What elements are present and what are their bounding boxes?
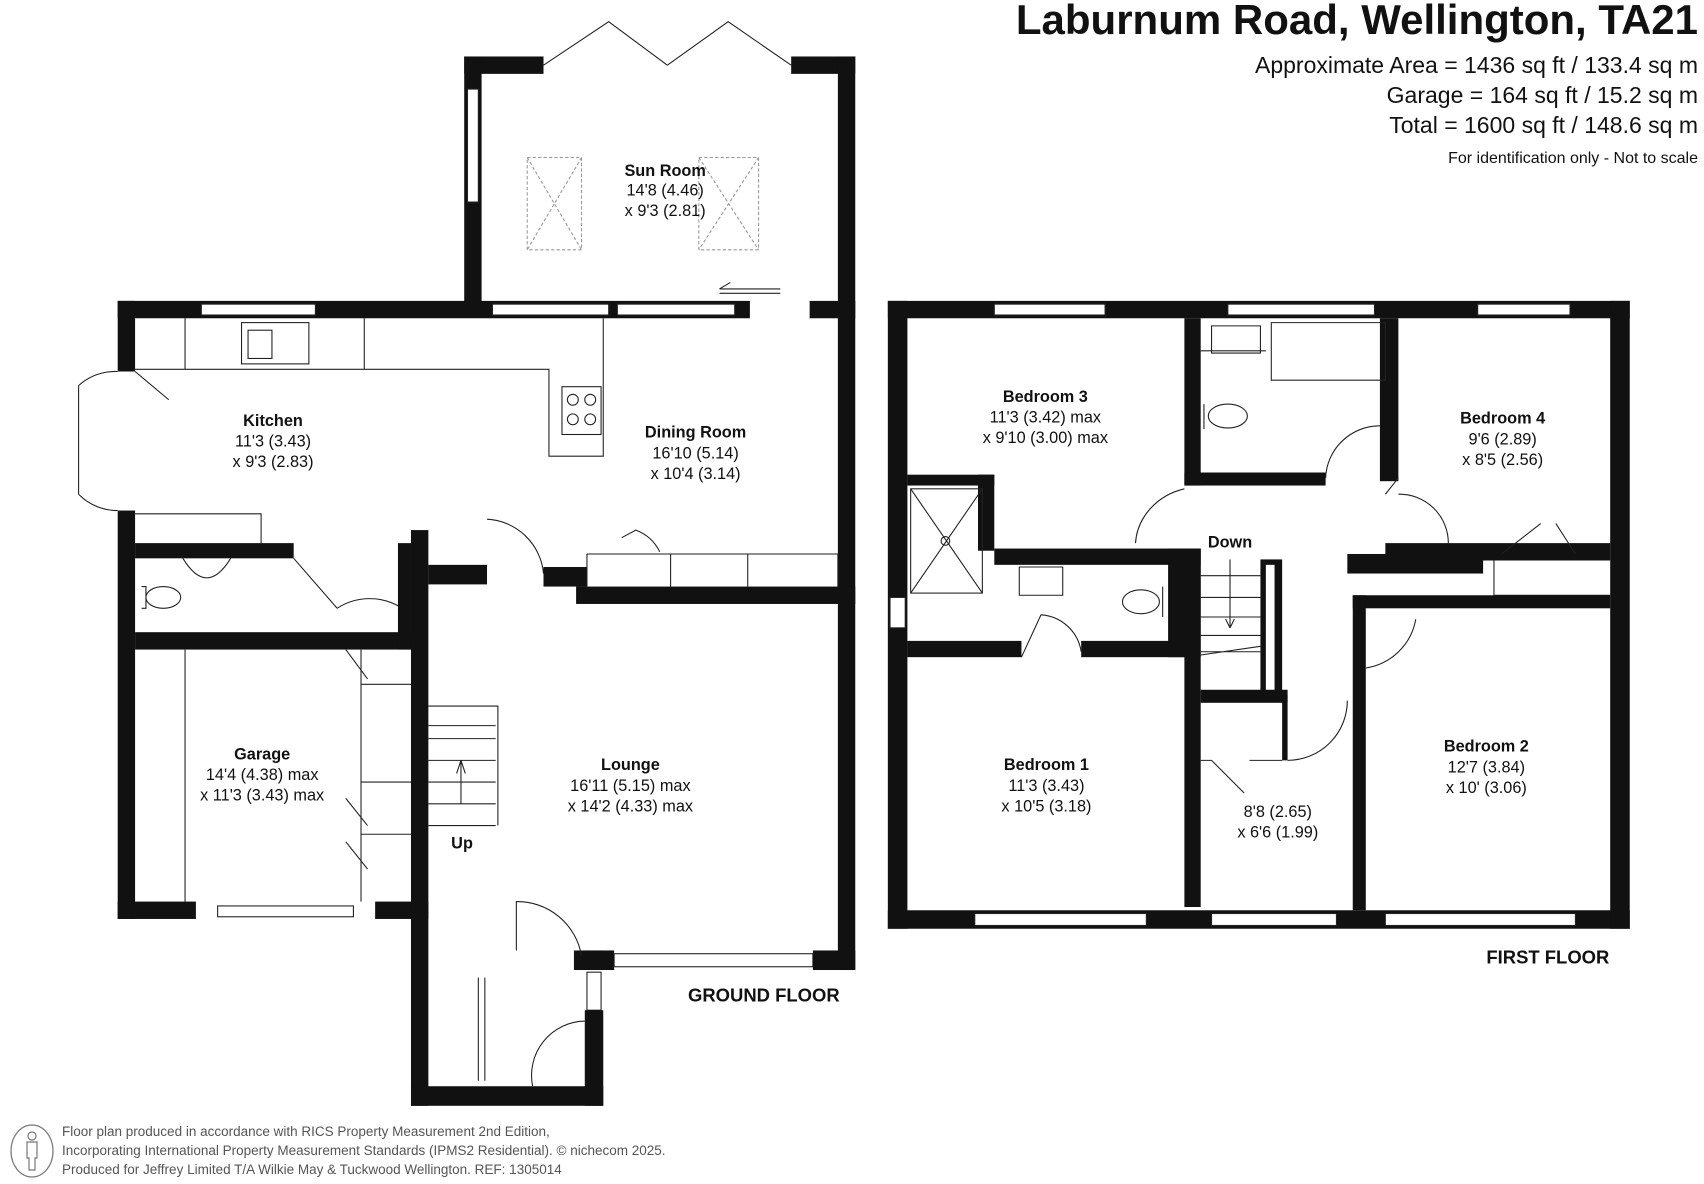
first-floor-plan <box>887 300 1630 929</box>
footer-line: Floor plan produced in accordance with R… <box>62 1124 550 1139</box>
room-name: Kitchen <box>243 412 303 430</box>
room-name: Sun Room <box>624 162 705 180</box>
room-dimension: 16'11 (5.15) max <box>570 777 690 795</box>
room-dimension: 14'8 (4.46) <box>627 182 704 200</box>
ground-floor-plan <box>78 21 856 1106</box>
person-scale-icon <box>10 1124 54 1178</box>
room-dimension: x 11'3 (3.43) max <box>200 787 324 805</box>
property-title: Laburnum Road, Wellington, TA21 <box>1015 0 1698 43</box>
footer-notes: Floor plan produced in accordance with R… <box>62 1122 666 1179</box>
room-name: Bedroom 2 <box>1444 738 1529 756</box>
room-dimension: x 8'5 (2.56) <box>1462 451 1543 469</box>
room-name: Bedroom 4 <box>1460 410 1545 428</box>
room-name: Garage <box>234 745 290 763</box>
room-dimension: x 14'2 (4.33) max <box>568 797 693 815</box>
room-dimension: 9'6 (2.89) <box>1469 430 1537 448</box>
footer-line: Produced for Jeffrey Limited T/A Wilkie … <box>62 1162 562 1177</box>
room-dimension: x 10'5 (3.18) <box>1001 797 1091 815</box>
room-dimension: 11'3 (3.42) max <box>990 409 1101 427</box>
room-name: Dining Room <box>645 424 746 442</box>
footer-line: Incorporating International Property Mea… <box>62 1143 666 1158</box>
room-name: Lounge <box>601 756 660 774</box>
floor-label: FIRST FLOOR <box>1486 946 1609 967</box>
garage-area: Garage = 164 sq ft / 15.2 sq m <box>1386 82 1698 108</box>
stairs-label: Down <box>1208 533 1252 551</box>
disclaimer-note: For identification only - Not to scale <box>1448 150 1698 167</box>
room-dimension: x 9'3 (2.83) <box>233 453 314 471</box>
room-dimension: 16'10 (5.14) <box>652 444 738 462</box>
room-dimension: 11'3 (3.43) <box>1008 777 1084 795</box>
room-dimension: x 10'4 (3.14) <box>651 465 741 483</box>
room-dimension: 14'4 (4.38) max <box>206 766 319 784</box>
room-dimension: x 6'6 (1.99) <box>1237 823 1318 841</box>
stairs-label: Up <box>451 834 473 852</box>
room-dimension: x 10' (3.06) <box>1446 779 1527 797</box>
room-name: Bedroom 3 <box>1003 388 1088 406</box>
room-dimension: x 9'10 (3.00) max <box>983 429 1108 447</box>
room-dimension: 8'8 (2.65) <box>1244 803 1312 821</box>
room-name: Bedroom 1 <box>1004 756 1089 774</box>
room-dimension: 12'7 (3.84) <box>1448 758 1525 776</box>
approximate-area: Approximate Area = 1436 sq ft / 133.4 sq… <box>1254 52 1698 78</box>
room-dimension: 11'3 (3.43) <box>235 432 311 450</box>
total-area: Total = 1600 sq ft / 148.6 sq m <box>1389 112 1698 138</box>
floor-label: GROUND FLOOR <box>688 985 840 1006</box>
room-dimension: x 9'3 (2.81) <box>625 202 706 220</box>
